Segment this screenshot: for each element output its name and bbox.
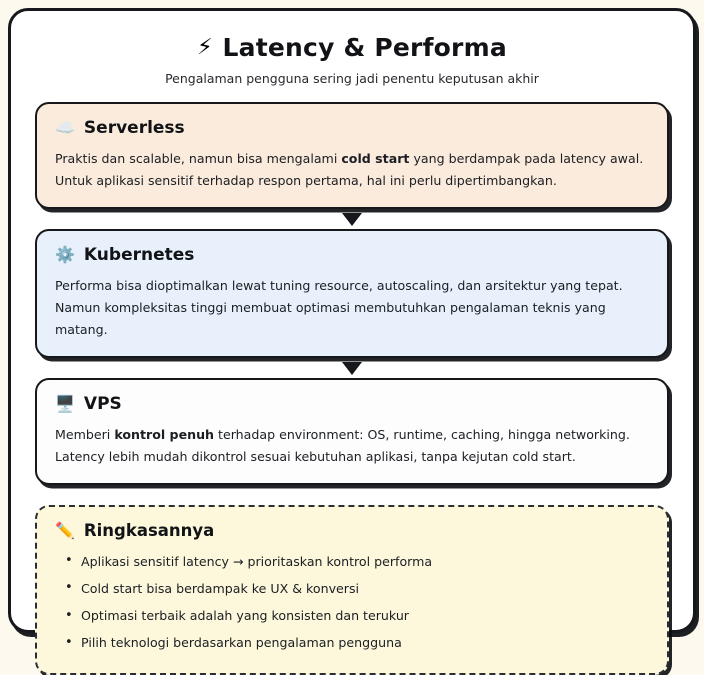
- arrow-down-icon: [342, 212, 362, 226]
- page-subtitle: Pengalaman pengguna sering jadi penentu …: [165, 71, 539, 86]
- desktop-computer-icon: 🖥️: [55, 394, 75, 414]
- list-item: Aplikasi sensitif latency → prioritaskan…: [65, 548, 649, 575]
- card-vps-body-suffix: terhadap environment: OS, runtime, cachi…: [55, 427, 630, 465]
- card-kubernetes-body-prefix: Performa bisa dioptimalkan lewat tuning …: [55, 278, 623, 338]
- arrow-down-icon: [342, 361, 362, 375]
- arrow-kubernetes-to-vps: [35, 358, 669, 378]
- card-stack: ☁️ Serverless Praktis dan scalable, namu…: [35, 102, 669, 486]
- card-serverless-body-bold: cold start: [341, 151, 410, 166]
- summary-title: Ringkasannya: [83, 521, 215, 541]
- infographic-panel: ⚡ Latency & Performa Pengalaman pengguna…: [8, 8, 696, 675]
- title-row: ⚡ Latency & Performa: [35, 33, 669, 62]
- arrow-serverless-to-kubernetes: [35, 209, 669, 229]
- card-kubernetes-head: ⚙️ Kubernetes: [55, 245, 649, 265]
- list-item: Cold start bisa berdampak ke UX & konver…: [65, 575, 649, 602]
- card-kubernetes-body: Performa bisa dioptimalkan lewat tuning …: [55, 275, 649, 341]
- card-vps-body-bold: kontrol penuh: [114, 427, 215, 443]
- cloud-icon: ☁️: [55, 118, 75, 137]
- gear-icon: ⚙️: [55, 245, 75, 265]
- card-serverless-body-suffix: yang berdampak pada latency awal. Untuk …: [55, 151, 644, 189]
- card-serverless-body-prefix: Praktis dan scalable, namun bisa mengala…: [55, 151, 342, 166]
- header: ⚡ Latency & Performa Pengalaman pengguna…: [35, 33, 669, 86]
- summary-card: ✏️ Ringkasannya Aplikasi sensitif latenc…: [35, 505, 669, 675]
- card-serverless-title: Serverless: [83, 118, 185, 138]
- card-serverless: ☁️ Serverless Praktis dan scalable, namu…: [35, 102, 669, 210]
- card-vps-title: VPS: [83, 394, 122, 415]
- card-serverless-body: Praktis dan scalable, namun bisa mengala…: [55, 148, 649, 192]
- list-item: Pilih teknologi berdasarkan pengalaman p…: [65, 630, 649, 657]
- card-serverless-head: ☁️ Serverless: [55, 118, 649, 138]
- card-vps-body: Memberi kontrol penuh terhadap environme…: [55, 424, 649, 468]
- card-kubernetes: ⚙️ Kubernetes Performa bisa dioptimalkan…: [35, 229, 669, 359]
- card-vps-body-prefix: Memberi: [55, 427, 115, 443]
- list-item: Optimasi terbaik adalah yang konsisten d…: [65, 603, 649, 630]
- infographic-content: ⚡ Latency & Performa Pengalaman pengguna…: [11, 11, 693, 675]
- page-title: Latency & Performa: [222, 33, 507, 62]
- card-vps: 🖥️ VPS Memberi kontrol penuh terhadap en…: [35, 378, 669, 486]
- summary-head: ✏️ Ringkasannya: [55, 521, 649, 540]
- pencil-icon: ✏️: [55, 520, 75, 540]
- card-vps-head: 🖥️ VPS: [55, 394, 649, 414]
- card-kubernetes-title: Kubernetes: [83, 245, 195, 266]
- lightning-bolt-icon: ⚡: [197, 34, 213, 60]
